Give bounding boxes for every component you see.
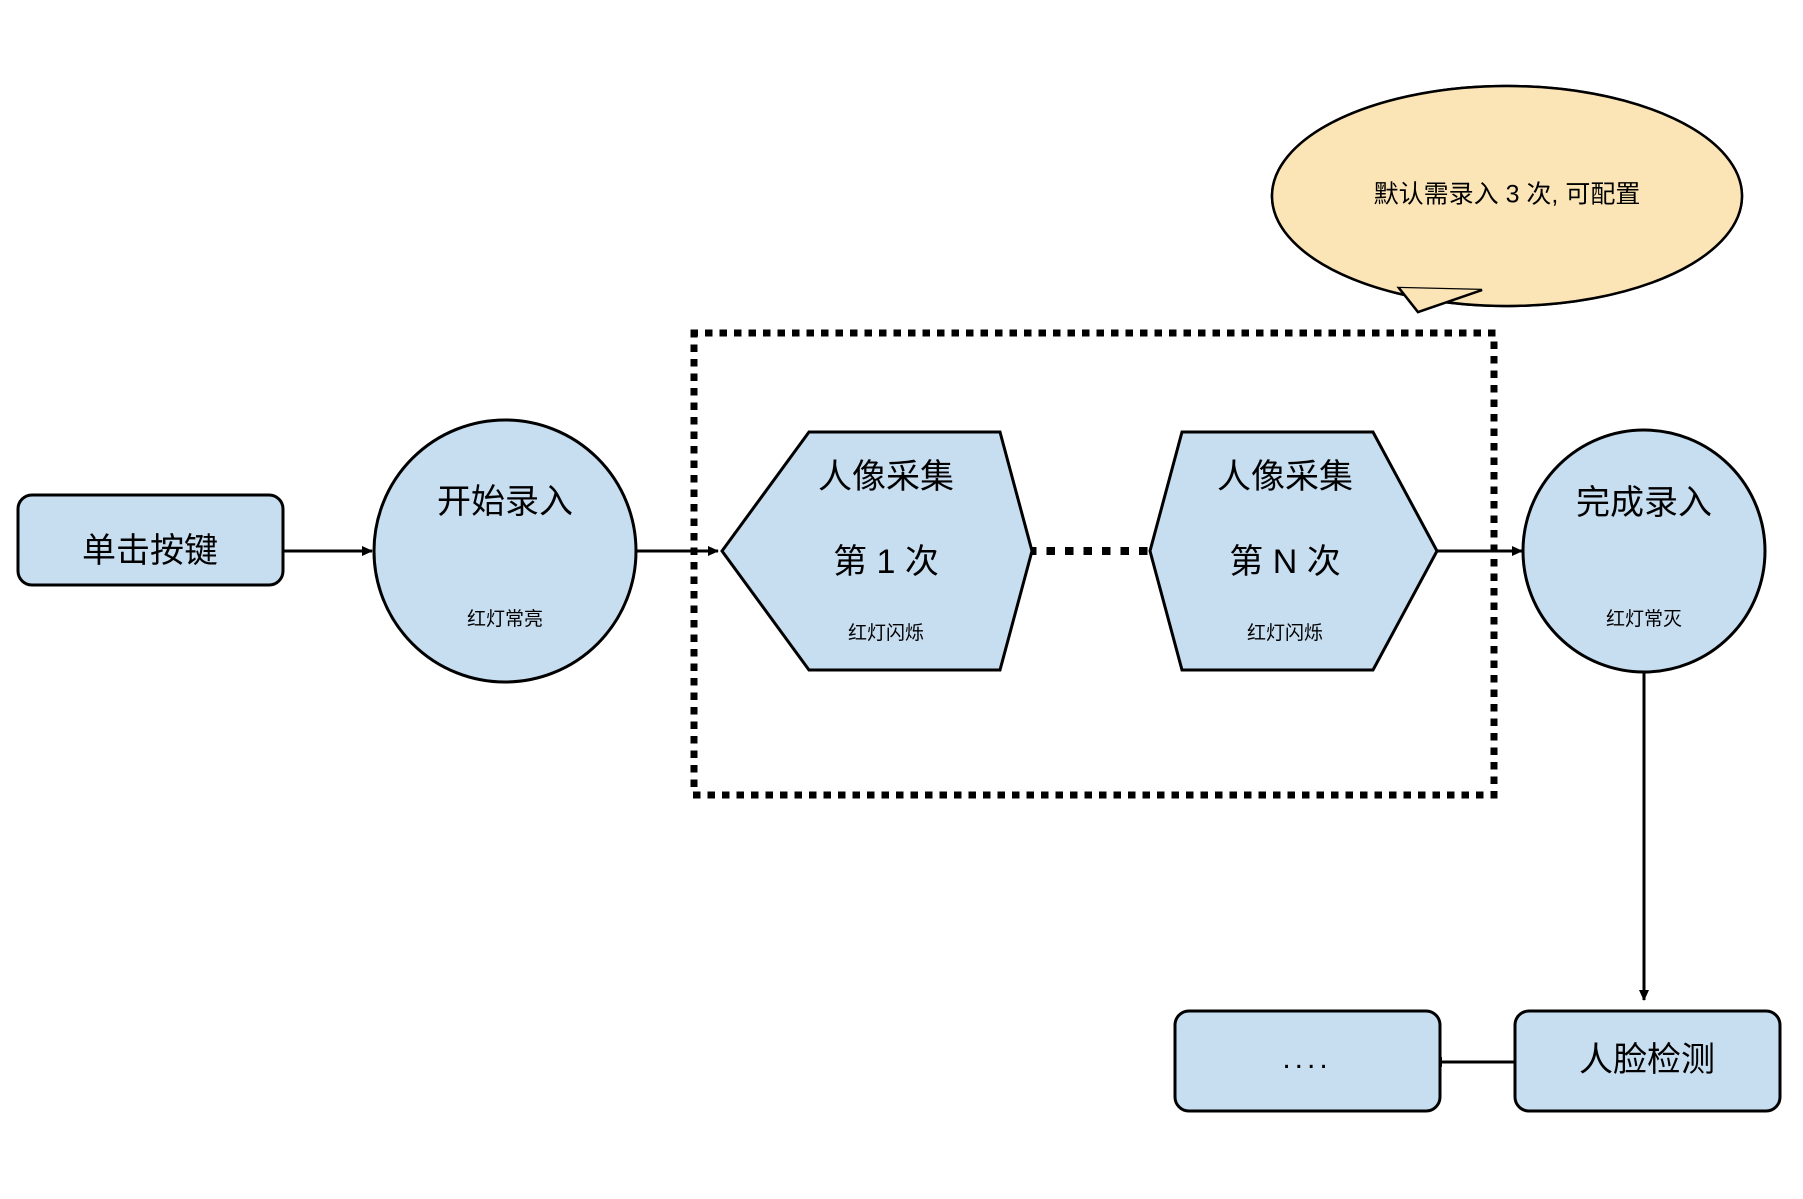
node-capture-first-shape bbox=[720, 430, 1034, 672]
node-finish-enroll-label: 完成录入 bbox=[1576, 484, 1712, 522]
node-face-detect-label: 人脸检测 bbox=[1579, 1041, 1715, 1079]
node-capture-first-label-line1: 人像采集 bbox=[818, 458, 954, 496]
node-capture-first-sublabel: 红灯闪烁 bbox=[848, 622, 924, 644]
node-capture-nth-label-line2: 第 N 次 bbox=[1229, 543, 1340, 581]
node-finish-enroll[interactable]: 完成录入 红灯常灭 bbox=[1521, 428, 1767, 674]
node-click-key[interactable]: 单击按键 bbox=[16, 493, 285, 587]
node-capture-nth-label-line1: 人像采集 bbox=[1217, 458, 1353, 496]
callout-bubble-tail-outline bbox=[1398, 287, 1483, 314]
node-click-key-label: 单击按键 bbox=[82, 532, 218, 570]
node-click-key-shape bbox=[16, 493, 285, 587]
node-face-detect[interactable]: 人脸检测 bbox=[1513, 1009, 1782, 1113]
node-capture-nth-shape bbox=[1148, 430, 1439, 672]
node-start-enroll[interactable]: 开始录入 红灯常亮 bbox=[372, 418, 638, 684]
callout-bubble[interactable]: 默认需录入 3 次, 可配置 bbox=[1270, 84, 1744, 314]
node-finish-enroll-sublabel: 红灯常灭 bbox=[1606, 608, 1682, 630]
node-start-enroll-sublabel: 红灯常亮 bbox=[467, 608, 543, 630]
node-start-enroll-shape bbox=[372, 418, 638, 684]
node-more-steps[interactable]: .... bbox=[1173, 1009, 1442, 1113]
callout-text: 默认需录入 3 次, 可配置 bbox=[1374, 181, 1641, 209]
capture-loop-group bbox=[690, 329, 1498, 799]
node-face-detect-shape bbox=[1513, 1009, 1782, 1113]
node-capture-nth[interactable]: 人像采集 第 N 次 红灯闪烁 bbox=[1148, 430, 1439, 672]
node-start-enroll-label: 开始录入 bbox=[437, 483, 573, 521]
callout-bubble-ellipse bbox=[1270, 84, 1744, 308]
node-more-steps-shape bbox=[1173, 1009, 1442, 1113]
node-capture-first[interactable]: 人像采集 第 1 次 红灯闪烁 bbox=[720, 430, 1034, 672]
node-finish-enroll-shape bbox=[1521, 428, 1767, 674]
node-more-steps-label: .... bbox=[1282, 1042, 1331, 1075]
node-capture-nth-sublabel: 红灯闪烁 bbox=[1247, 622, 1323, 644]
node-capture-first-label-line2: 第 1 次 bbox=[833, 543, 939, 581]
